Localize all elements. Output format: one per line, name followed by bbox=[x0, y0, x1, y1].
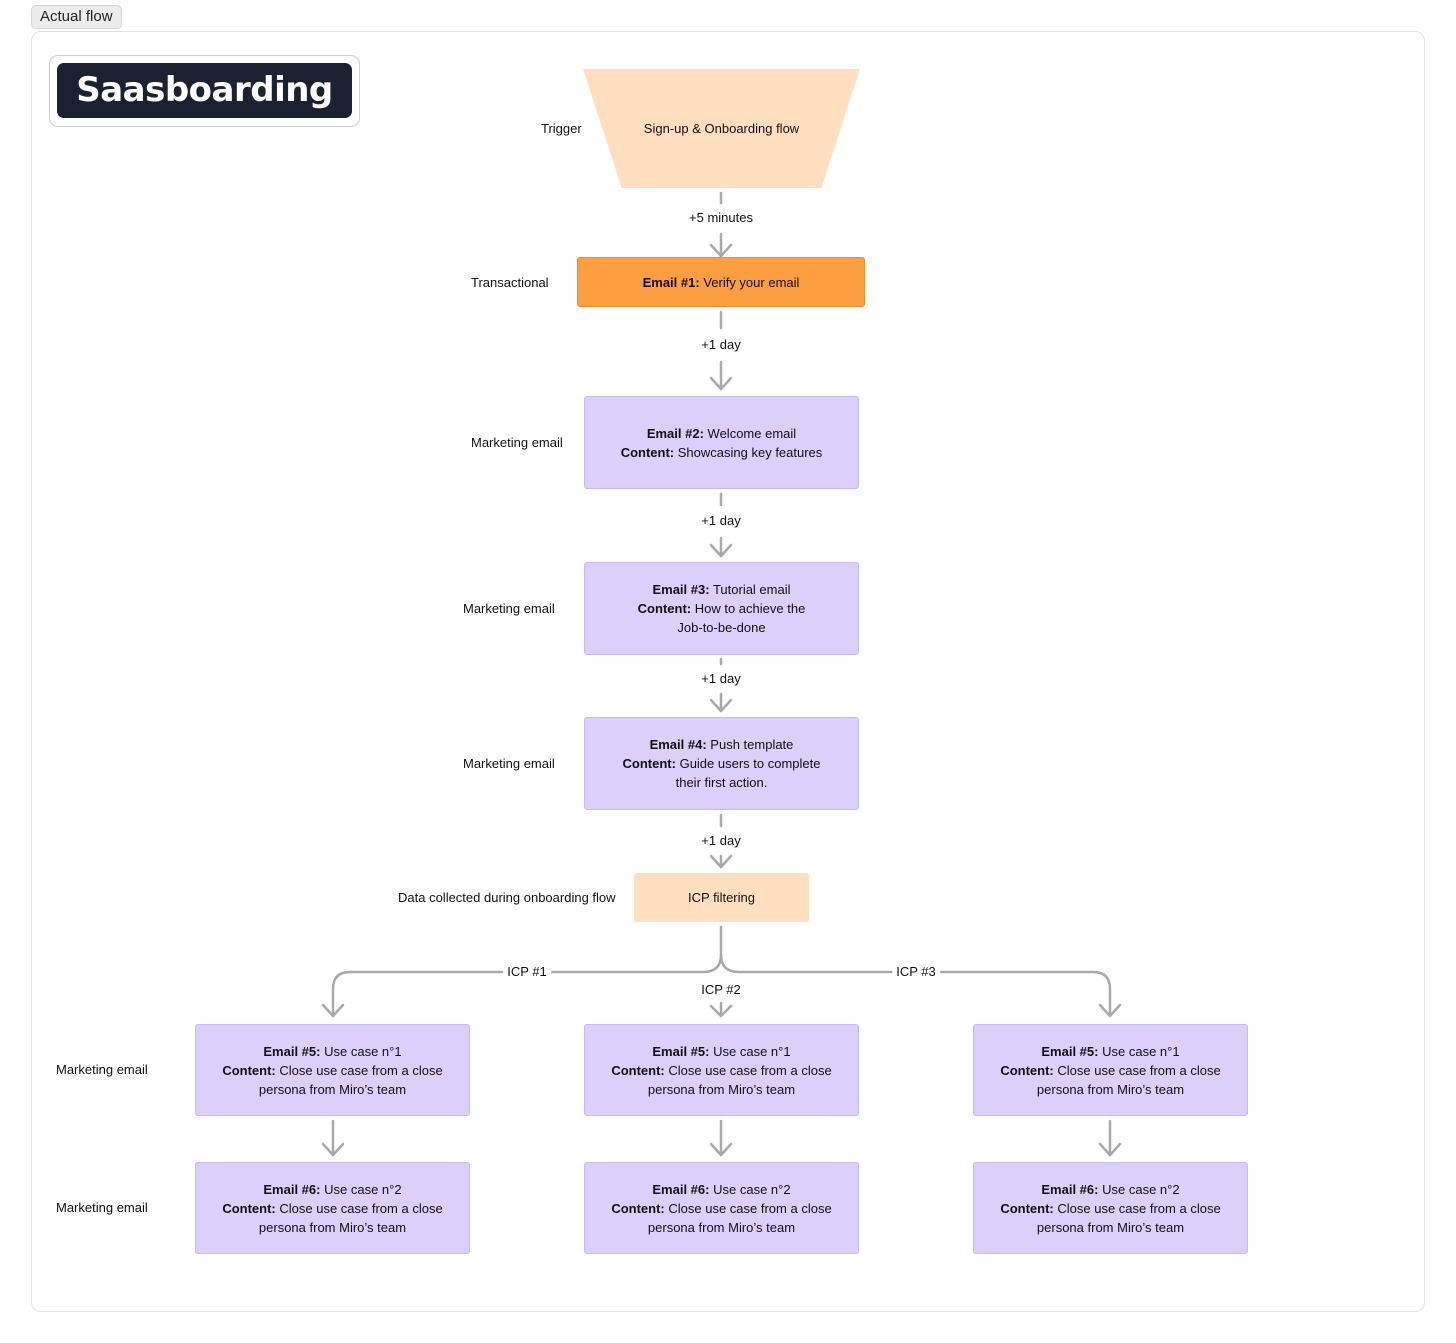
email5-text: Use case n°1 bbox=[324, 1043, 402, 1059]
email3-content-label: Content: bbox=[637, 601, 692, 616]
email6-title: Email #6: bbox=[652, 1181, 710, 1197]
email4-side-label: Marketing email bbox=[463, 756, 555, 771]
arrowhead-branch3 bbox=[1098, 1003, 1122, 1018]
email6-node-icp1: Email #6: Use case n°2 Content: Close us… bbox=[195, 1162, 470, 1254]
email5-title: Email #5: bbox=[652, 1043, 710, 1059]
email2-node: Email #2: Welcome email Content: Showcas… bbox=[584, 396, 859, 489]
email3-content2: Job-to-be-done bbox=[677, 620, 766, 635]
email3-title: Email #3: bbox=[652, 582, 710, 597]
connector-icp-branch3 bbox=[719, 953, 1112, 1018]
branch-label-icp1: ICP #1 bbox=[503, 964, 551, 980]
email6-text: Use case n°2 bbox=[1102, 1181, 1180, 1197]
email5-content-label: Content: bbox=[1000, 1062, 1054, 1078]
email4-content: Guide users to complete bbox=[679, 756, 821, 771]
email3-node: Email #3: Tutorial email Content: How to… bbox=[584, 562, 859, 655]
icp-filtering-node: ICP filtering bbox=[634, 873, 809, 922]
email4-content2: their first action. bbox=[675, 775, 768, 790]
email3-side-label: Marketing email bbox=[463, 601, 555, 616]
email5-content-label: Content: bbox=[611, 1062, 665, 1078]
email5-content-label: Content: bbox=[222, 1062, 276, 1078]
icp-side-label: Data collected during onboarding flow bbox=[398, 890, 616, 905]
arrowhead-email3 bbox=[709, 543, 733, 558]
email5-text: Use case n°1 bbox=[713, 1043, 791, 1059]
delay-label-5min: +5 minutes bbox=[685, 210, 757, 226]
email3-text: Tutorial email bbox=[712, 582, 791, 597]
branch-label-icp2: ICP #2 bbox=[697, 982, 745, 998]
email1-text: Verify your email bbox=[703, 274, 800, 290]
email1-node: Email #1: Verify your email bbox=[577, 257, 865, 307]
email6-content2: persona from Miro’s team bbox=[258, 1219, 407, 1235]
email5-node-icp1: Email #5: Use case n°1 Content: Close us… bbox=[195, 1024, 470, 1116]
email6-content: Close use case from a close bbox=[1057, 1200, 1221, 1216]
row6-side-label: Marketing email bbox=[56, 1200, 148, 1215]
email5-node-icp3: Email #5: Use case n°1 Content: Close us… bbox=[973, 1024, 1248, 1116]
email5-title: Email #5: bbox=[263, 1043, 321, 1059]
email6-content2: persona from Miro’s team bbox=[647, 1219, 796, 1235]
email5-title: Email #5: bbox=[1041, 1043, 1099, 1059]
email2-text: Welcome email bbox=[707, 425, 797, 441]
email6-content: Close use case from a close bbox=[668, 1200, 832, 1216]
arrowhead-email4 bbox=[709, 698, 733, 713]
email6-text: Use case n°2 bbox=[713, 1181, 791, 1197]
email4-title: Email #4: bbox=[649, 737, 707, 752]
trigger-node: Sign-up & Onboarding flow bbox=[583, 69, 860, 188]
branch-label-icp3: ICP #3 bbox=[892, 964, 940, 980]
delay-label-1: +1 day bbox=[697, 337, 745, 353]
arrowhead-branch1 bbox=[321, 1003, 345, 1018]
arrowhead-email1 bbox=[709, 243, 733, 258]
email4-content-label: Content: bbox=[622, 756, 676, 771]
email5-content2: persona from Miro’s team bbox=[647, 1081, 796, 1097]
email5-content2: persona from Miro’s team bbox=[258, 1081, 407, 1097]
email2-side-label: Marketing email bbox=[471, 435, 563, 450]
email6-title: Email #6: bbox=[263, 1181, 321, 1197]
arrowhead-e6-col3 bbox=[1098, 1142, 1122, 1157]
email6-node-icp3: Email #6: Use case n°2 Content: Close us… bbox=[973, 1162, 1248, 1254]
arrowhead-e6-col1 bbox=[321, 1142, 345, 1157]
email5-content2: persona from Miro’s team bbox=[1036, 1081, 1185, 1097]
email6-content-label: Content: bbox=[1000, 1200, 1054, 1216]
email6-content2: persona from Miro’s team bbox=[1036, 1219, 1185, 1235]
row5-side-label: Marketing email bbox=[56, 1062, 148, 1077]
email1-title: Email #1: bbox=[642, 274, 700, 290]
email5-content: Close use case from a close bbox=[279, 1062, 443, 1078]
email6-content-label: Content: bbox=[611, 1200, 665, 1216]
email2-title: Email #2: bbox=[646, 425, 704, 441]
trigger-line1: Sign-up & bbox=[643, 121, 701, 136]
email6-node-icp2: Email #6: Use case n°2 Content: Close us… bbox=[584, 1162, 859, 1254]
tab-actual-flow[interactable]: Actual flow bbox=[31, 5, 122, 29]
email6-title: Email #6: bbox=[1041, 1181, 1099, 1197]
email2-content: Showcasing key features bbox=[677, 444, 823, 460]
email5-content: Close use case from a close bbox=[668, 1062, 832, 1078]
arrowhead-e6-col2 bbox=[709, 1142, 733, 1157]
email5-node-icp2: Email #5: Use case n°1 Content: Close us… bbox=[584, 1024, 859, 1116]
email6-content-label: Content: bbox=[222, 1200, 276, 1216]
email5-text: Use case n°1 bbox=[1102, 1043, 1180, 1059]
email2-content-label: Content: bbox=[620, 444, 675, 460]
arrowhead-icp bbox=[709, 854, 733, 869]
icp-filtering-text: ICP filtering bbox=[688, 890, 755, 905]
arrowhead-email2 bbox=[709, 376, 733, 391]
transactional-side-label: Transactional bbox=[471, 275, 549, 290]
email6-content: Close use case from a close bbox=[279, 1200, 443, 1216]
arrowhead-branch2 bbox=[709, 1004, 733, 1018]
trigger-side-label: Trigger bbox=[541, 121, 582, 136]
email4-node: Email #4: Push template Content: Guide u… bbox=[584, 717, 859, 810]
saasboarding-logo: Saasboarding bbox=[57, 63, 352, 118]
email3-content: How to achieve the bbox=[694, 601, 806, 616]
email4-text: Push template bbox=[710, 737, 794, 752]
email6-text: Use case n°2 bbox=[324, 1181, 402, 1197]
delay-label-2: +1 day bbox=[697, 513, 745, 529]
delay-label-4: +1 day bbox=[697, 833, 745, 849]
email5-content: Close use case from a close bbox=[1057, 1062, 1221, 1078]
trigger-line2: Onboarding flow bbox=[704, 121, 800, 136]
delay-label-3: +1 day bbox=[697, 671, 745, 687]
